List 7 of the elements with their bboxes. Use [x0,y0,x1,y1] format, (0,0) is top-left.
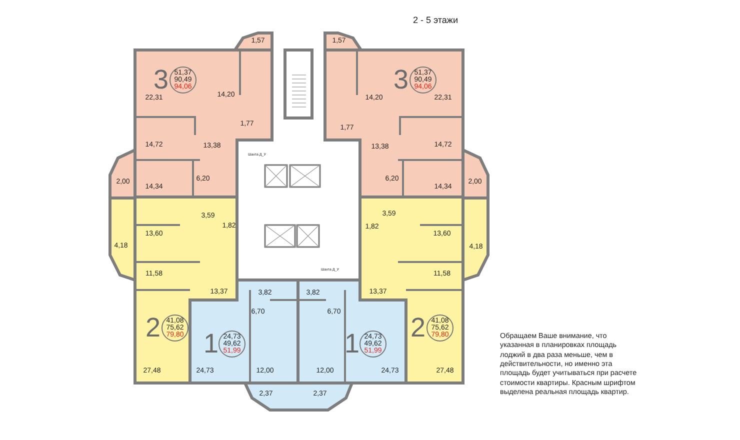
room-count-label: 1 [344,330,360,358]
room-count-label: 2 [145,314,161,342]
room-count-label: 1 [203,330,219,358]
room-count-label: 2 [410,314,426,342]
room-count-label: 3 [153,66,169,94]
floor-heading: 2 - 5 этажи [413,15,458,25]
room-count-label: 3 [393,66,409,94]
